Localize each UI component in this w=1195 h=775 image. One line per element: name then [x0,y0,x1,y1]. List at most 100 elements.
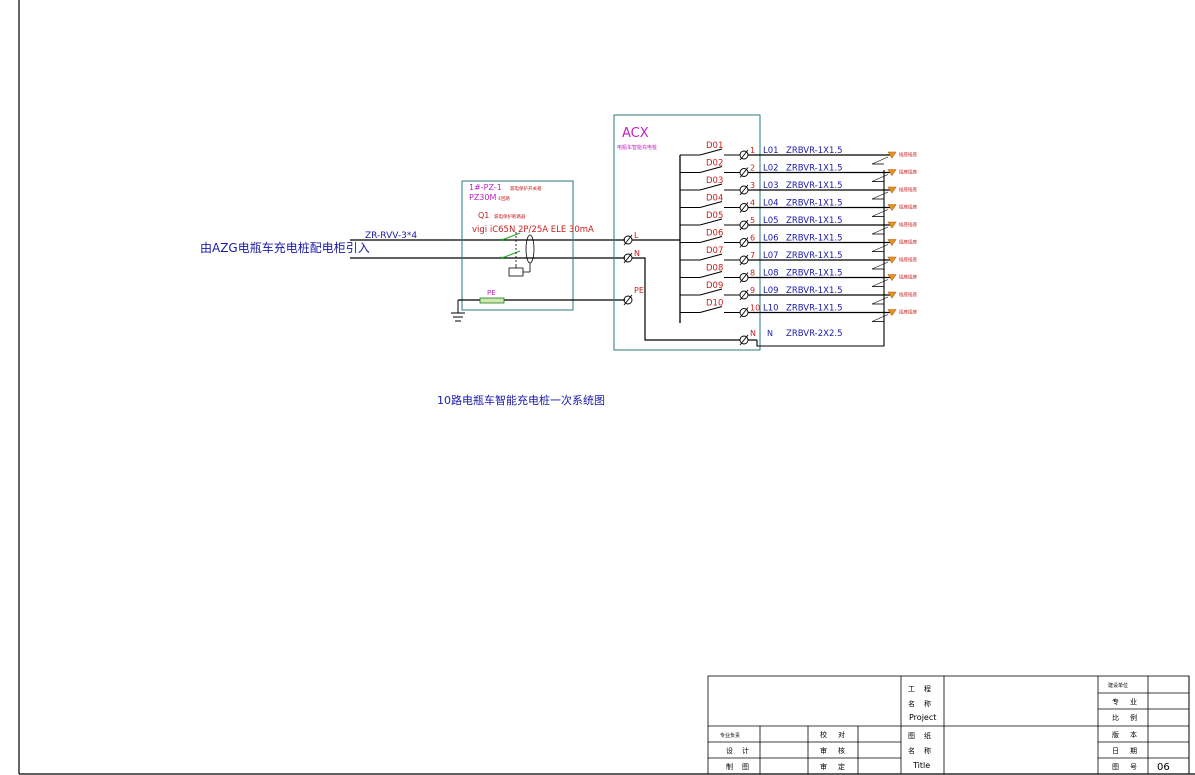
circuit-switch-label: D07 [706,246,723,256]
title-block [707,675,1190,775]
circuit-no: 1 [750,146,755,155]
circuit-switch-label: D10 [706,299,723,309]
circuit-switch-blade [699,306,723,313]
tb-mid-row2b: 核 [838,746,845,755]
tb-mid-row3b: 定 [838,762,845,771]
terminal-N [623,252,633,264]
circuit-cable: ZRBVR-1X1.5 [786,269,843,279]
circuit-line-label: L01 [763,146,779,156]
circuit-switch-blade [699,183,723,191]
circuit-cable: ZRBVR-1X1.5 [786,216,843,226]
tb-right-r4a: 版 [1112,730,1119,739]
outlet-icon [887,151,897,159]
breaker-note: 漏电保护断路器 [494,213,526,220]
tb-left-row1: 专业负责 [720,732,740,739]
circuit-neutral-slant [871,174,889,182]
circuit-switch-blade [699,253,723,261]
tb-left-row2: 设 [726,746,733,755]
circuit-switch-blade [699,271,723,278]
svg-text:*: * [500,237,504,246]
circuit-no: 2 [750,164,755,173]
tb-left-row3: 制 [726,762,733,771]
tb-right-r6a: 图 [1112,763,1119,771]
circuit-cable: ZRBVR-1X1.5 [786,181,843,191]
tb-right-r6b: 号 [1130,763,1137,771]
circuit-line-label: L10 [763,304,779,314]
tb-title-cn3: 名 [908,746,915,755]
circuit-switch-label: D09 [706,281,723,291]
tb-right-r3a: 比 [1112,713,1119,722]
ground-symbol [451,300,465,322]
circuit-neutral-slant [871,156,889,165]
circuit-neutral-slant [871,209,889,217]
circuit-line-label: L09 [763,286,779,296]
circuit-terminal-slash [739,272,749,283]
tb-project-cn1: 工 [908,685,915,693]
neutral-terminal [739,334,749,346]
neutral-cable: ZRBVR-2X2.5 [786,329,843,339]
circuit-switch-blade [699,166,723,173]
circuit-terminal-slash [739,202,749,213]
circuit-switch-blade [699,201,723,208]
circuit-switch-label: D02 [706,159,723,169]
tb-mid-row1: 校 [820,730,827,739]
breaker-box [461,180,574,311]
circuit-no: 8 [750,269,755,278]
circuit-line-label: L07 [763,251,779,261]
breaker-box-model: PZ30M [469,193,496,202]
acx-box [613,114,761,351]
tb-project-en: Project [909,713,936,722]
outlet-icon [887,256,897,264]
tb-mid-row1b: 对 [838,730,845,739]
circuit-switch-blade [699,288,723,296]
outlet-icon [887,169,897,177]
circuit-neutral-slant [871,244,889,252]
circuit-terminal-slash [739,219,749,231]
circuit-line-label: L02 [763,164,779,174]
circuit-line-label: L05 [763,216,779,226]
circuit-switch-label: D06 [706,229,723,239]
circuit-no: 7 [750,251,755,260]
outlet-label: 插座插座 [899,169,917,176]
circuit-terminal-slash [739,237,749,248]
circuit-neutral-slant [871,296,889,305]
circuit-switch-blade [699,236,723,243]
tb-right-r4b: 本 [1130,730,1137,739]
outlet-label: 插座插座 [899,186,917,193]
outlet-label: 插座插座 [899,221,917,228]
outlet-label: 插座插座 [899,274,917,281]
neutral-collector [756,170,885,347]
circuit-cable: ZRBVR-1X1.5 [786,234,843,244]
circuit-switch-label: D05 [706,211,723,221]
circuit-switch-label: D04 [706,194,723,204]
circuit-terminal-slash [739,149,749,161]
outlet-label: 插座插座 [899,239,917,246]
circuit-switch-blade [699,218,723,226]
tb-right-r1: 建设单位 [1108,682,1128,689]
circuit-terminal-slash [739,307,749,318]
tb-project-cn4: 称 [924,699,931,708]
circuit-cable: ZRBVR-1X1.5 [786,304,843,314]
circuit-line-label: L06 [763,234,779,244]
pe-bar [479,297,505,304]
outlet-icon [887,221,897,229]
outlet-label: 插座插座 [899,291,917,298]
circuit-no: 9 [750,286,755,295]
rcd-breaker-symbol: * * [500,232,535,277]
outlet-label: 插座插座 [899,256,917,263]
svg-text:*: * [500,255,504,264]
outlet-icon [887,274,897,282]
breaker-spec: vigi iC65N 2P/25A ELE 30mA [472,225,594,235]
circuit-switch-label: D01 [706,141,723,151]
circuit-cable: ZRBVR-1X1.5 [786,164,843,174]
incoming-cable-label: ZR-RVV-3*4 [365,231,417,241]
tb-right-r2a: 专 [1112,697,1119,706]
circuit-switch-label: D08 [706,264,723,274]
neutral-no: N [750,329,756,338]
tb-right-r5b: 期 [1130,747,1137,755]
acx-subtitle: 电瓶车智能充电桩 [617,144,657,151]
terminal-N-label: N [634,249,640,258]
outlet-icon [887,309,897,317]
